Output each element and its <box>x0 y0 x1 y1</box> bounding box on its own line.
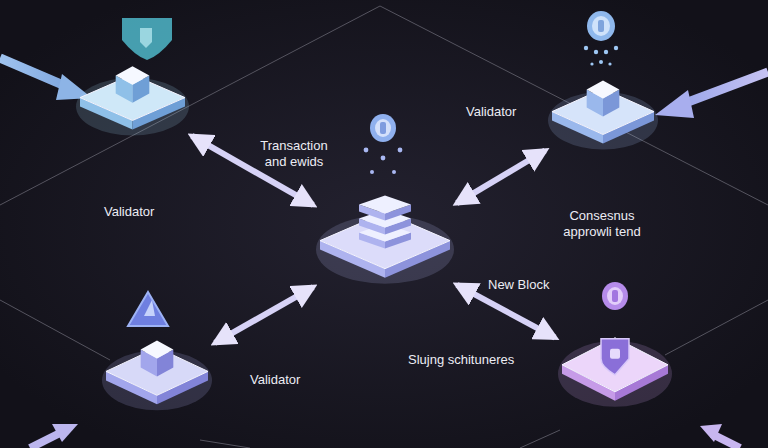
platform-shape <box>320 192 450 300</box>
validator-platform: Validator <box>552 72 654 160</box>
grid-lines <box>0 6 768 448</box>
platform-shape <box>106 330 208 422</box>
warning-icon <box>128 292 168 326</box>
node-label: Validator <box>466 104 516 120</box>
validator-platform: New Block <box>320 192 450 300</box>
validator-platform: Slujng schituneres <box>562 318 668 422</box>
platform-shape <box>80 58 185 146</box>
edge-label: Transaction and ewids <box>252 138 336 170</box>
platform-shape <box>552 72 654 160</box>
lock-icon <box>602 282 628 310</box>
coin-icon <box>584 11 618 66</box>
node-label: New Block <box>488 277 549 293</box>
validator-platform: Validator <box>80 58 185 146</box>
double-arrow <box>215 287 313 343</box>
shield-icon <box>122 18 172 60</box>
node-label: Validator <box>250 372 300 388</box>
node-label: Validator <box>104 204 154 220</box>
incoming-arrow <box>0 58 92 100</box>
edge-label: Consesnus approwli tend <box>550 208 654 240</box>
incoming-arrow <box>30 424 78 448</box>
coin-icon <box>364 114 403 174</box>
incoming-arrow <box>655 72 768 118</box>
double-arrow <box>457 285 555 338</box>
incoming-arrow <box>700 424 740 448</box>
double-arrow <box>457 151 545 204</box>
validator-platform: Validator <box>106 330 208 422</box>
node-label: Slujng schituneres <box>408 352 514 368</box>
platform-shape <box>562 318 668 422</box>
